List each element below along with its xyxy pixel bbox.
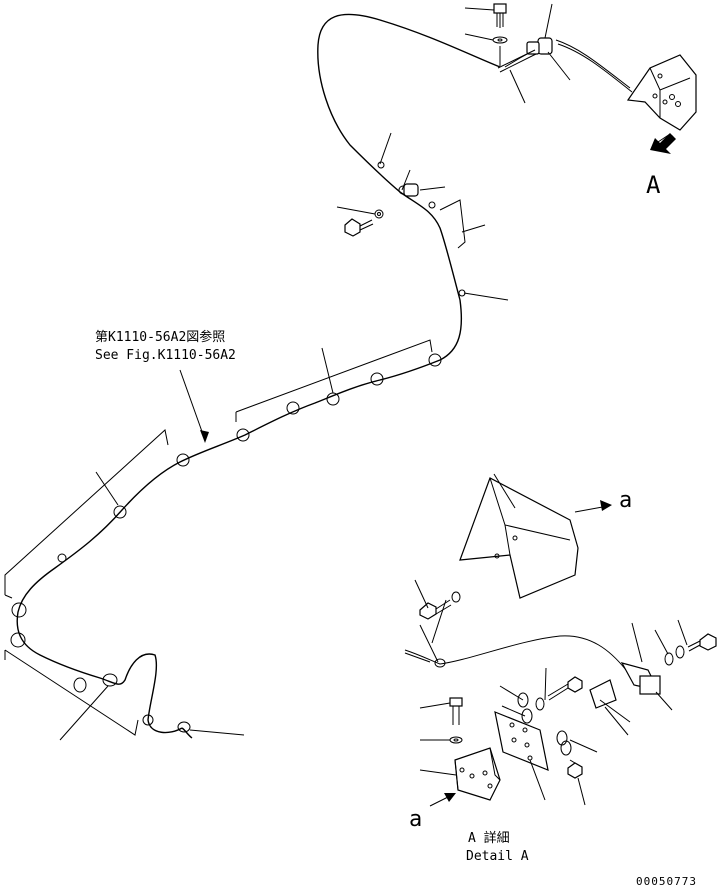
detail-title-jp: A 詳細 xyxy=(468,830,510,846)
connector-upper xyxy=(497,37,553,73)
harness-clamps xyxy=(10,161,466,733)
cover-top-right xyxy=(626,54,697,131)
view-a-label: A xyxy=(646,171,661,199)
view-a-arrow xyxy=(650,133,676,154)
top-bolt xyxy=(492,3,508,66)
leader-lines-main xyxy=(59,3,571,741)
reference-arrow-head xyxy=(200,430,209,443)
arrow-label-a-upper: a xyxy=(619,488,632,513)
reference-text-en: See Fig.K1110-56A2 xyxy=(95,348,236,363)
detail-title-en: Detail A xyxy=(466,849,529,864)
arrow-label-a-lower: a xyxy=(409,807,422,832)
detail-a xyxy=(404,473,717,807)
mid-bolt xyxy=(344,183,419,237)
reference-text-jp: 第K1110-56A2図参照 xyxy=(95,329,225,345)
main-harness xyxy=(4,13,633,739)
drawing-number: 00050773 xyxy=(636,875,697,888)
